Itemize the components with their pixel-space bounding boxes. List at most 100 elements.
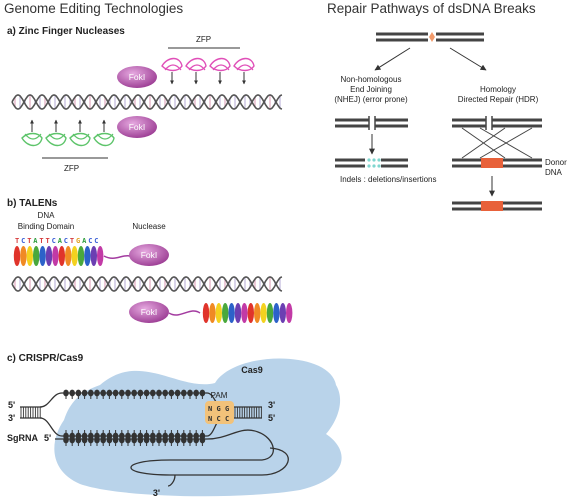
- pam-top-base: G: [225, 405, 229, 413]
- crispr-right-dna: [234, 406, 262, 419]
- talen-base-letter: C: [88, 237, 92, 245]
- sgrna-label: SgRNA: [7, 433, 38, 443]
- talen-base-letter: A: [33, 237, 38, 245]
- tale-repeat-unit: [260, 303, 267, 323]
- foki-top-domain: [117, 66, 157, 88]
- zinc-finger-helix: [24, 133, 42, 140]
- hdr-broken-dna: [452, 116, 542, 130]
- zinc-finger-domain: [161, 57, 183, 72]
- tale-repeat-unit: [52, 246, 59, 266]
- talen-dna-label: DNA: [38, 211, 56, 220]
- tale-repeat-unit: [266, 303, 274, 323]
- pam-bottom-base: C: [225, 415, 229, 423]
- right-panel-title: Repair Pathways of dsDNA Breaks: [327, 1, 536, 16]
- foki-bottom-domain: [117, 116, 157, 138]
- zinc-finger-domain: [185, 57, 207, 72]
- tale-repeat-unit: [222, 303, 229, 323]
- zinc-finger-domain: [93, 132, 115, 147]
- zinc-finger-helix: [164, 64, 182, 71]
- target-strand-bottom: [39, 417, 207, 437]
- tale-repeat-unit: [286, 303, 293, 323]
- pam-label: PAM: [211, 391, 228, 400]
- talen-base-letter: C: [94, 237, 98, 245]
- zinc-finger-helix: [96, 133, 114, 140]
- tale-repeat-unit: [13, 246, 21, 266]
- cas9-label: Cas9: [241, 365, 263, 375]
- hdr-line1: Homology: [480, 85, 516, 94]
- sgrna-five-prime: 5': [44, 433, 51, 443]
- sgrna-guide-bases: [63, 430, 206, 446]
- sgrna-tail: [167, 474, 176, 487]
- tale-repeat-unit: [45, 246, 53, 266]
- talen-binding-label: Binding Domain: [18, 222, 74, 231]
- zfp-bottom-domains: [21, 119, 115, 147]
- talen-dna-helix: [11, 276, 283, 292]
- tale-repeat-unit: [273, 303, 280, 323]
- talen-base-letter: T: [46, 237, 50, 245]
- zinc-finger-domain: [233, 57, 255, 72]
- zfp-top-label: ZFP: [196, 35, 211, 44]
- talen-base-letter: C: [64, 237, 68, 245]
- foki-top-label: FokI: [129, 72, 146, 82]
- tale-repeat-unit: [84, 246, 91, 266]
- dna-backbone: [11, 94, 283, 110]
- pam-top-base: N: [208, 405, 212, 413]
- hdr-line2: Directed Repair (HDR): [458, 95, 539, 104]
- talen-nuclease-label: Nuclease: [132, 222, 166, 231]
- talen-base-letter: T: [70, 237, 74, 245]
- tale-repeat-unit: [58, 246, 65, 266]
- zinc-finger-domain: [21, 132, 43, 147]
- zfp-top-domains: [161, 57, 255, 85]
- talen-foki-bottom: [129, 301, 169, 323]
- zfp-bottom-label: ZFP: [64, 164, 79, 173]
- talen-base-letter: C: [52, 237, 56, 245]
- talen-base-letter: T: [39, 237, 43, 245]
- nhej-line2: End Joining: [350, 85, 392, 94]
- talen-bottom-repeats: [202, 303, 293, 323]
- tale-repeat-unit: [77, 246, 85, 266]
- tale-repeat-unit: [39, 246, 46, 266]
- crispr-three-prime-left: 3': [8, 413, 15, 423]
- donor-label-2: DNA: [545, 168, 563, 177]
- tale-repeat-unit: [202, 303, 210, 323]
- dna-backbone: [11, 276, 283, 292]
- nhej-broken-dna: [335, 116, 408, 130]
- zinc-finger-helix: [188, 64, 206, 71]
- zfn-dna-helix: [11, 94, 283, 110]
- tale-repeat-unit: [234, 303, 242, 323]
- zinc-finger-helix: [212, 64, 230, 71]
- crispr-three-prime-right: 3': [268, 400, 275, 410]
- zinc-finger-helix: [48, 133, 66, 140]
- zinc-finger-domain: [45, 132, 67, 147]
- donor-label-1: Donor: [545, 158, 567, 167]
- tale-repeat-unit: [241, 303, 248, 323]
- nhej-line3: (NHEJ) (error prone): [334, 95, 408, 104]
- sgrna-scaffold: [130, 429, 289, 476]
- pam-box: [205, 401, 234, 424]
- talen-foki-top: [129, 244, 169, 266]
- hdr-crossover-lines: [461, 127, 533, 159]
- talen-top-linker: [103, 254, 131, 259]
- tale-repeat-unit: [247, 303, 254, 323]
- talen-base-letter: A: [58, 237, 63, 245]
- arrow-to-nhej: [374, 47, 411, 71]
- tale-repeat-unit: [279, 303, 286, 323]
- hdr-repaired-dna: [452, 201, 542, 211]
- talen-base-letter: G: [76, 237, 80, 245]
- crispr-five-prime-right: 5': [268, 413, 275, 423]
- arrow-to-hdr: [449, 47, 487, 71]
- crispr-heading: c) CRISPR/Cas9: [7, 353, 84, 364]
- tale-repeat-unit: [20, 246, 27, 266]
- tale-repeat-unit: [215, 303, 222, 323]
- talen-bottom-linker: [168, 310, 201, 316]
- indels-label: Indels : deletions/insertions: [340, 175, 437, 184]
- talen-heading: b) TALENs: [7, 198, 58, 209]
- talen-base-letter: T: [15, 237, 19, 245]
- talen-foki-top-label: FokI: [141, 250, 158, 260]
- dna-backbone: [11, 94, 283, 110]
- talen-top-repeats: [13, 246, 104, 266]
